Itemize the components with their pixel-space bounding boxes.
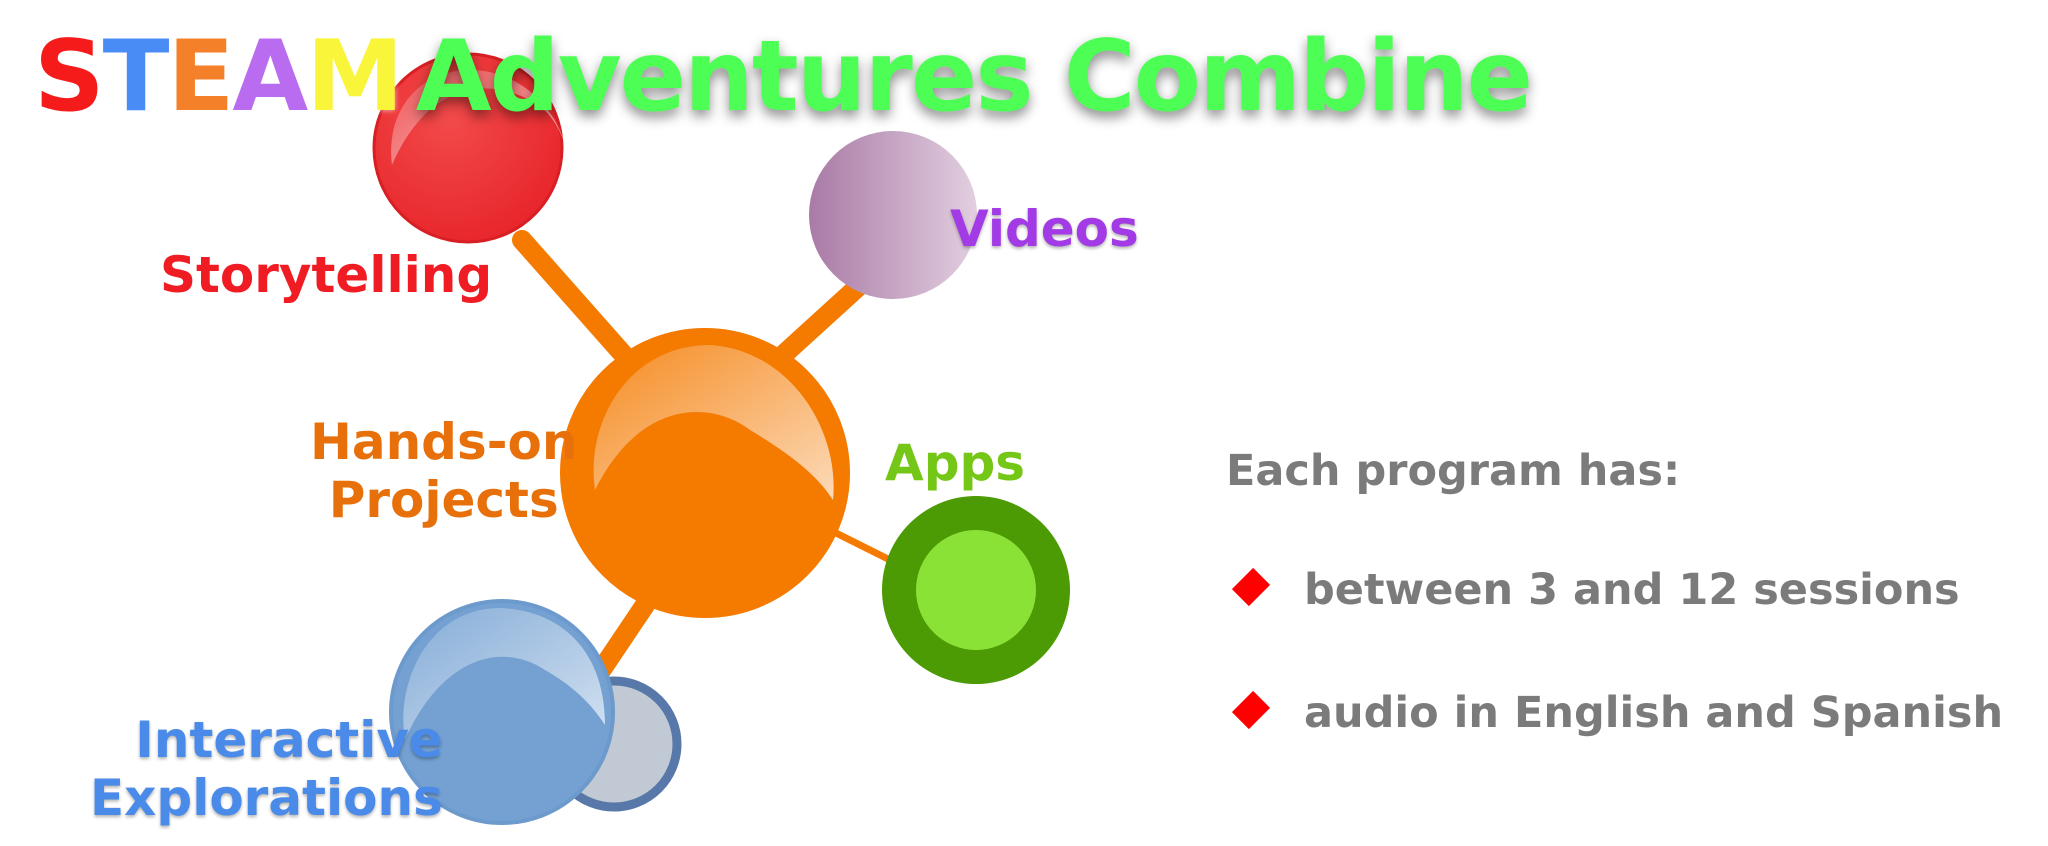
- title-letter-s: S: [34, 20, 105, 134]
- connector-lines: [512, 230, 904, 685]
- bullet-text: audio in English and Spanish: [1304, 688, 2004, 738]
- info-heading: Each program has:: [1226, 446, 1681, 496]
- bullet-text: between 3 and 12 sessions: [1304, 565, 1960, 615]
- connector-storytelling: [512, 230, 640, 372]
- title-letter-m: M: [306, 20, 404, 134]
- red-diamond-icon: [1231, 690, 1271, 729]
- bullet-item: between 3 and 12 sessions: [1228, 565, 1960, 615]
- videos-label: Videos: [950, 200, 1139, 258]
- title-letter-e: E: [167, 20, 234, 134]
- hands-on-bubble: [560, 328, 850, 618]
- hands-on-line1: Hands-on: [310, 413, 578, 471]
- connector-videos: [772, 275, 870, 366]
- storytelling-label: Storytelling: [160, 246, 493, 304]
- red-diamond-icon: [1231, 567, 1271, 606]
- interactive-label: Interactive Explorations: [90, 711, 443, 827]
- apps-bubble: [882, 496, 1070, 684]
- videos-bubble: [809, 131, 977, 299]
- hands-on-label: Hands-on Projects: [310, 413, 578, 529]
- hands-on-line2: Projects: [328, 470, 559, 529]
- interactive-line1: Interactive: [135, 711, 443, 769]
- title-letter-t: T: [102, 20, 170, 134]
- interactive-line2: Explorations: [90, 768, 443, 827]
- interactive-bubble: [389, 599, 682, 825]
- storytelling-bubble: [372, 52, 570, 244]
- connector-interactive: [588, 595, 655, 685]
- bullet-item: audio in English and Spanish: [1228, 688, 2003, 738]
- title-letter-a: A: [232, 20, 308, 134]
- apps-label: Apps: [885, 434, 1026, 492]
- title-rest: Adventures Combine: [415, 20, 1533, 134]
